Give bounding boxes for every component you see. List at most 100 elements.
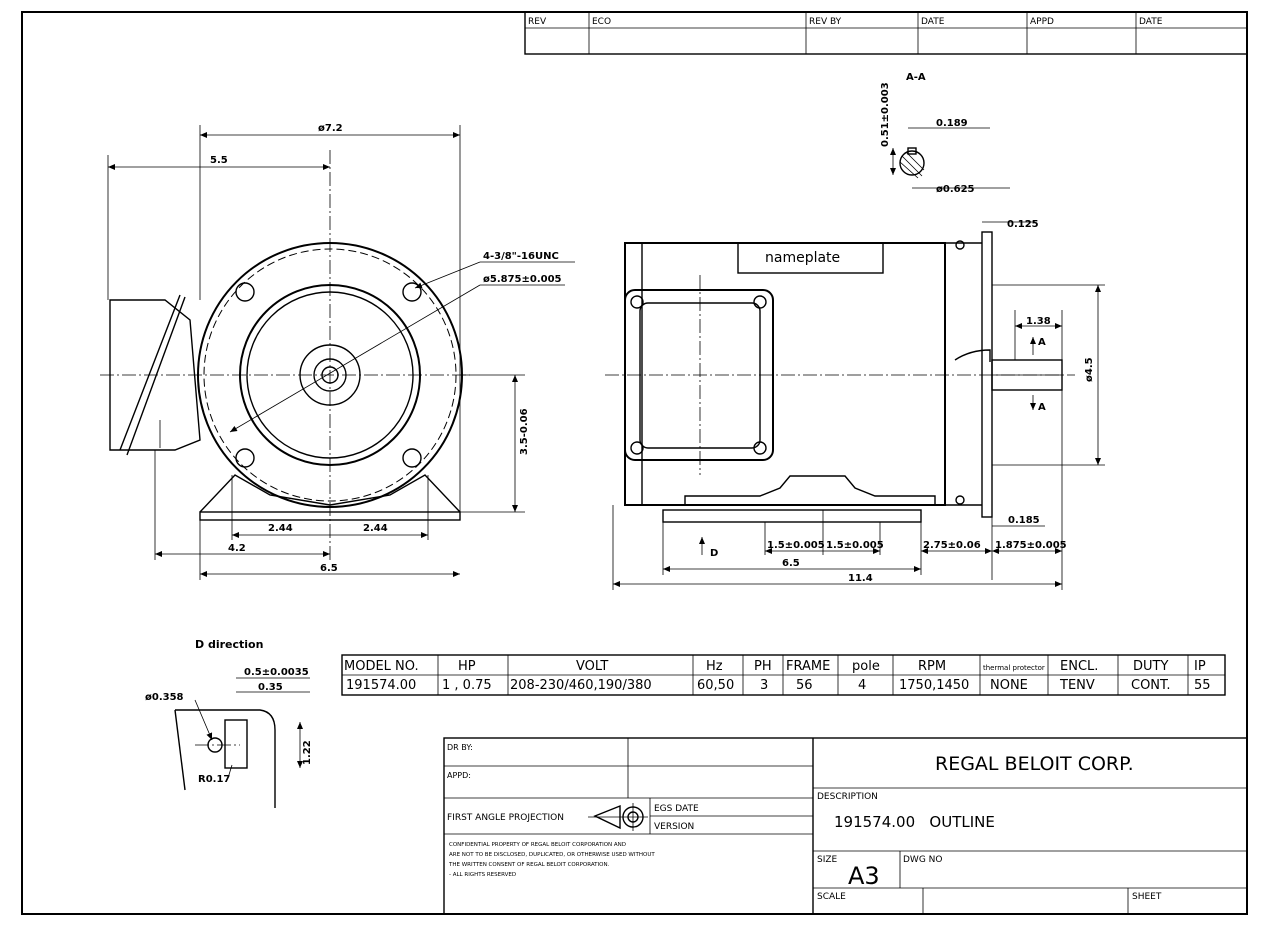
motor-body [624, 242, 946, 506]
dim-1-5-right: 1.5±0.005 [826, 540, 884, 551]
dim-0-125: 0.125 [1007, 219, 1039, 230]
front-view: ø7.2 5.5 4-3/8"-16UNC ø5.875±0.005 3.5-0… [100, 123, 575, 580]
dim-detail-1-22: 1.22 [302, 740, 313, 765]
section-aa: A-A 0.51±0.003 0.189 ø0.625 [880, 72, 1010, 195]
spec-cell-model: 191574.00 [346, 678, 416, 693]
bolt-hole [402, 448, 422, 468]
dim-1-38: 1.38 [1026, 316, 1051, 327]
size-value: A3 [848, 862, 880, 890]
rev-by-header: REV BY [809, 17, 842, 27]
spec-header: IP [1194, 659, 1206, 674]
nameplate-box [737, 242, 884, 274]
dim-11-4: 11.4 [848, 573, 873, 584]
dim-foot-left: 2.44 [268, 523, 293, 534]
conduit-box-side [624, 289, 774, 461]
detail-slot [224, 719, 248, 769]
spec-header: VOLT [576, 659, 608, 674]
dim-pilot-side: ø4.5 [1084, 357, 1095, 382]
spec-cell-encl: TENV [1059, 678, 1095, 693]
bolt-hole [235, 448, 255, 468]
pilot-circle [239, 284, 421, 466]
dim-bolt-thread: 4-3/8"-16UNC [483, 251, 559, 262]
size-label: SIZE [817, 855, 838, 865]
confidential-line-3: THE WRITTEN CONSENT OF REGAL BELOIT CORP… [448, 862, 610, 868]
dim-1-5-left: 1.5±0.005 [767, 540, 825, 551]
eco-header: ECO [592, 17, 611, 27]
dr-by-label: DR BY: [447, 743, 473, 752]
spec-cell-thermal: NONE [990, 678, 1028, 693]
appd-header: APPD [1030, 17, 1054, 27]
dim-1-875: 1.875±0.005 [995, 540, 1067, 551]
date-header-2: DATE [1139, 17, 1163, 27]
shaft-end [321, 366, 339, 384]
conduit-box-front [109, 299, 201, 451]
dim-flange-dia: ø7.2 [318, 123, 343, 134]
sheet-label: SHEET [1132, 892, 1162, 902]
rev-header: REV [528, 17, 547, 27]
version-label: VERSION [654, 822, 694, 832]
spec-cell-ph: 3 [760, 678, 768, 693]
spec-cell-pole: 4 [858, 678, 866, 693]
spec-cell-ip: 55 [1194, 678, 1211, 693]
dim-detail-radius: R0.17 [198, 774, 230, 785]
spec-header: PH [754, 659, 772, 674]
spec-cell-duty: CONT. [1131, 678, 1171, 693]
dim-keyway-width: 0.189 [936, 118, 968, 129]
description-label: DESCRIPTION [817, 792, 878, 802]
projection-label: FIRST ANGLE PROJECTION [447, 813, 564, 823]
title-block: DR BY: APPD: FIRST ANGLE PROJECTION EGS … [443, 737, 1248, 915]
egs-date-label: EGS DATE [654, 804, 699, 814]
detail-title: D direction [195, 638, 263, 651]
dim-keyway-depth: 0.51±0.003 [880, 82, 891, 147]
spec-cell-hz: 60,50 [697, 678, 734, 693]
dim-pilot-dia: ø5.875±0.005 [483, 274, 562, 285]
flange-side [981, 231, 993, 518]
keyway-section-circle [899, 150, 925, 176]
appd-label: APPD: [447, 771, 471, 780]
section-arrow-a-bottom: A [1038, 402, 1046, 413]
spec-cell-volt: 208-230/460,190/380 [510, 678, 652, 693]
dim-2-75: 2.75±0.06 [923, 540, 981, 551]
spec-cell-hp: 1 , 0.75 [442, 678, 492, 693]
bolt-hole [235, 282, 255, 302]
dim-shaft-height: 3.5-0.06 [519, 408, 530, 455]
spec-cell-frame: 56 [796, 678, 813, 693]
spec-header: pole [852, 659, 880, 674]
spec-header: RPM [918, 659, 946, 674]
spec-header: DUTY [1133, 659, 1168, 674]
spec-cell-rpm: 1750,1450 [899, 678, 969, 693]
dim-detail-0-5: 0.5±0.0035 [244, 667, 309, 678]
dim-6-5-front: 6.5 [320, 563, 338, 574]
section-label: A-A [906, 72, 926, 83]
dim-0-185: 0.185 [1008, 515, 1040, 526]
dim-6-5-side: 6.5 [782, 558, 800, 569]
bolt-hole [402, 282, 422, 302]
confidential-line-2: ARE NOT TO BE DISCLOSED, DUPLICATED, OR … [449, 852, 655, 858]
foot-side [662, 509, 922, 523]
date-header: DATE [921, 17, 945, 27]
spec-header: HP [458, 659, 476, 674]
dim-detail-0-35: 0.35 [258, 682, 283, 693]
dim-detail-hole: ø0.358 [145, 692, 184, 703]
revision-block: REV ECO REV BY DATE APPD DATE [524, 11, 1248, 55]
side-view: nameplate 0.125 1.38 ø4.5 0.185 1.5±0.00… [605, 219, 1105, 590]
section-arrow-a-top: A [1038, 337, 1046, 348]
nameplate-label: nameplate [765, 250, 840, 266]
spec-table: MODEL NO. HP VOLT Hz PH FRAME pole RPM t… [341, 654, 1226, 696]
company-name: REGAL BELOIT CORP. [935, 753, 1134, 775]
spec-header: FRAME [786, 659, 830, 674]
confidential-line-4: - ALL RIGHTS RESERVED [449, 872, 516, 878]
description-value: 191574.00 OUTLINE [834, 813, 995, 831]
dim-5-5: 5.5 [210, 155, 228, 166]
dim-foot-right: 2.44 [363, 523, 388, 534]
detail-d-direction: D direction 0.5±0.0035 0.35 ø0.358 R0.17… [145, 638, 313, 808]
scale-label: SCALE [817, 892, 846, 902]
dwg-no-label: DWG NO [903, 855, 942, 865]
spec-header: ENCL. [1060, 659, 1098, 674]
dim-4-2: 4.2 [228, 543, 246, 554]
spec-header: Hz [706, 659, 723, 674]
view-arrow-d: D [710, 548, 718, 559]
confidential-line-1: CONFIDENTIAL PROPERTY OF REGAL BELOIT CO… [449, 842, 626, 848]
